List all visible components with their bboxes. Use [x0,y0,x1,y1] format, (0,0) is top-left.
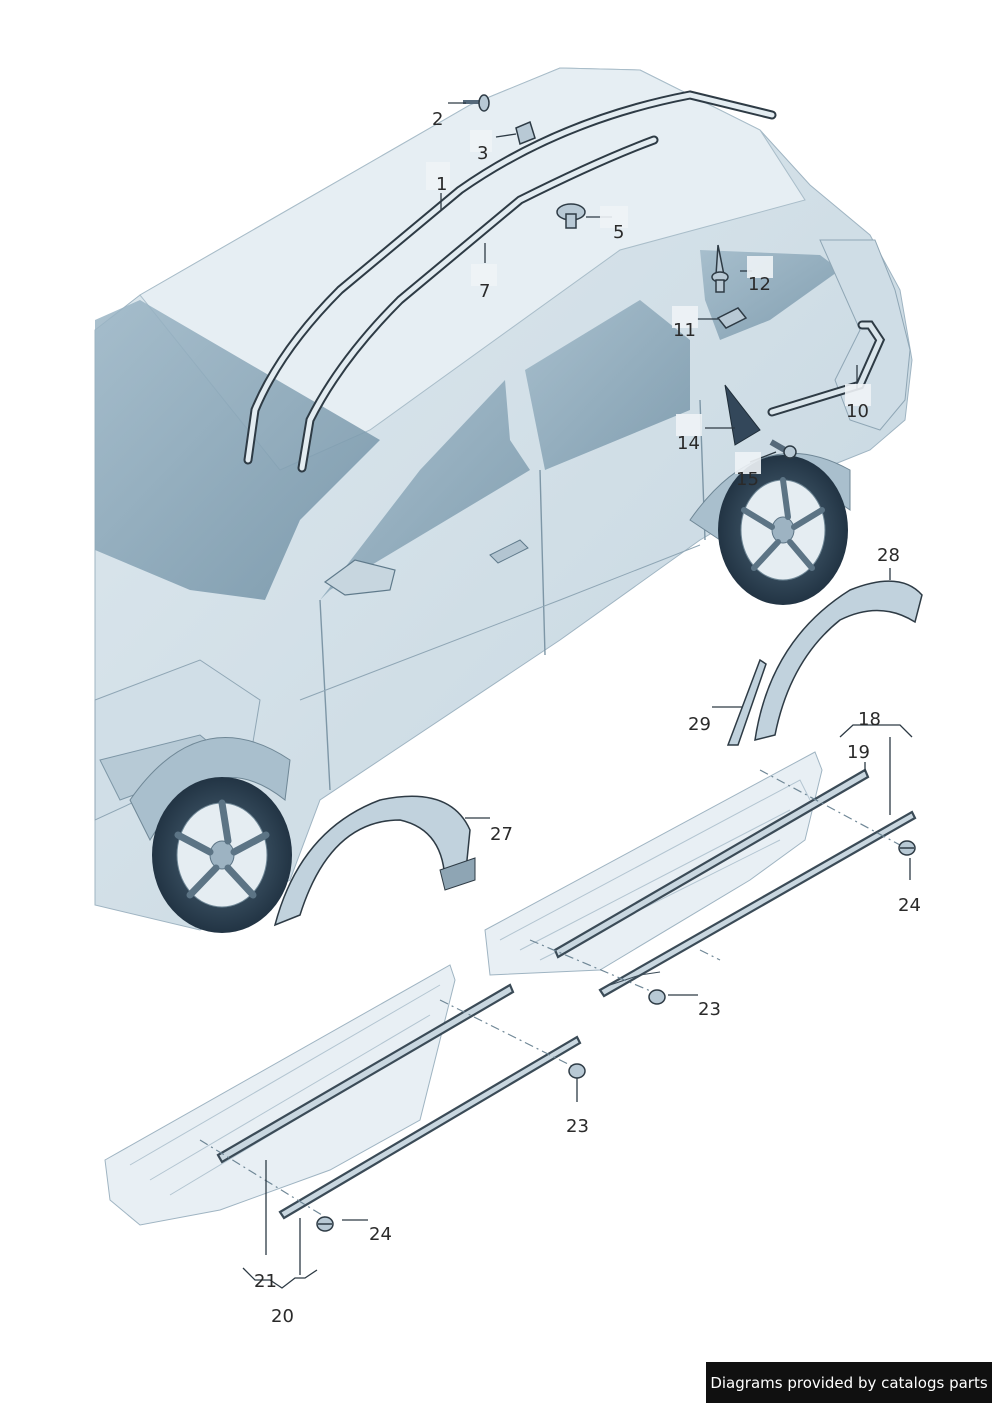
bracket-part-3 [515,120,536,146]
callout-2: 2 [432,109,443,130]
sill-panel-upper [484,751,823,976]
callout-23-lower: 23 [566,1116,589,1137]
callout-12: 12 [748,274,771,295]
clip-part-24-lower [316,1216,334,1232]
attribution-footer: Diagrams provided by catalogs parts [706,1362,992,1403]
callout-7: 7 [479,281,490,302]
sill-strip-21 [216,983,515,1164]
callout-19: 19 [847,742,870,763]
callout-14: 14 [677,433,700,454]
bolt-part-2 [463,94,490,112]
callout-24-upper: 24 [898,895,921,916]
callout-21: 21 [254,1271,277,1292]
callout-1: 1 [436,174,447,195]
clip-part-23-lower [568,1063,586,1079]
pin-part-12 [711,244,729,293]
clip-part-23-upper [648,989,666,1005]
callout-10: 10 [846,401,869,422]
leader-lines [242,102,913,1289]
callout-18: 18 [858,709,881,730]
front-wheel [152,777,292,933]
vehicle-body [94,67,913,931]
callout-23-upper: 23 [698,999,721,1020]
clip-part-5 [556,203,586,229]
callout-20: 20 [271,1306,294,1327]
sill-strip-18 [598,810,917,998]
callout-24-lower: 24 [369,1224,392,1245]
bracket-part-11 [716,307,748,329]
callout-15: 15 [736,469,759,490]
callout-28: 28 [877,545,900,566]
screw-part-15 [769,439,797,459]
trim-part-14 [724,384,761,446]
callout-29: 29 [688,714,711,735]
callout-3: 3 [477,143,488,164]
sill-strip-20 [278,1035,582,1220]
rear-wheel [718,455,848,605]
clip-part-24-upper [898,840,916,856]
arch-trim-28 [754,580,923,742]
callout-27: 27 [490,824,513,845]
arch-trim-27 [273,795,471,927]
strip-part-29 [726,658,767,746]
callout-11: 11 [673,320,696,341]
callout-5: 5 [613,222,624,243]
sill-strip-19 [553,768,870,959]
attribution-text: Diagrams provided by catalogs parts [710,1373,988,1392]
sill-panel-lower [104,964,456,1226]
